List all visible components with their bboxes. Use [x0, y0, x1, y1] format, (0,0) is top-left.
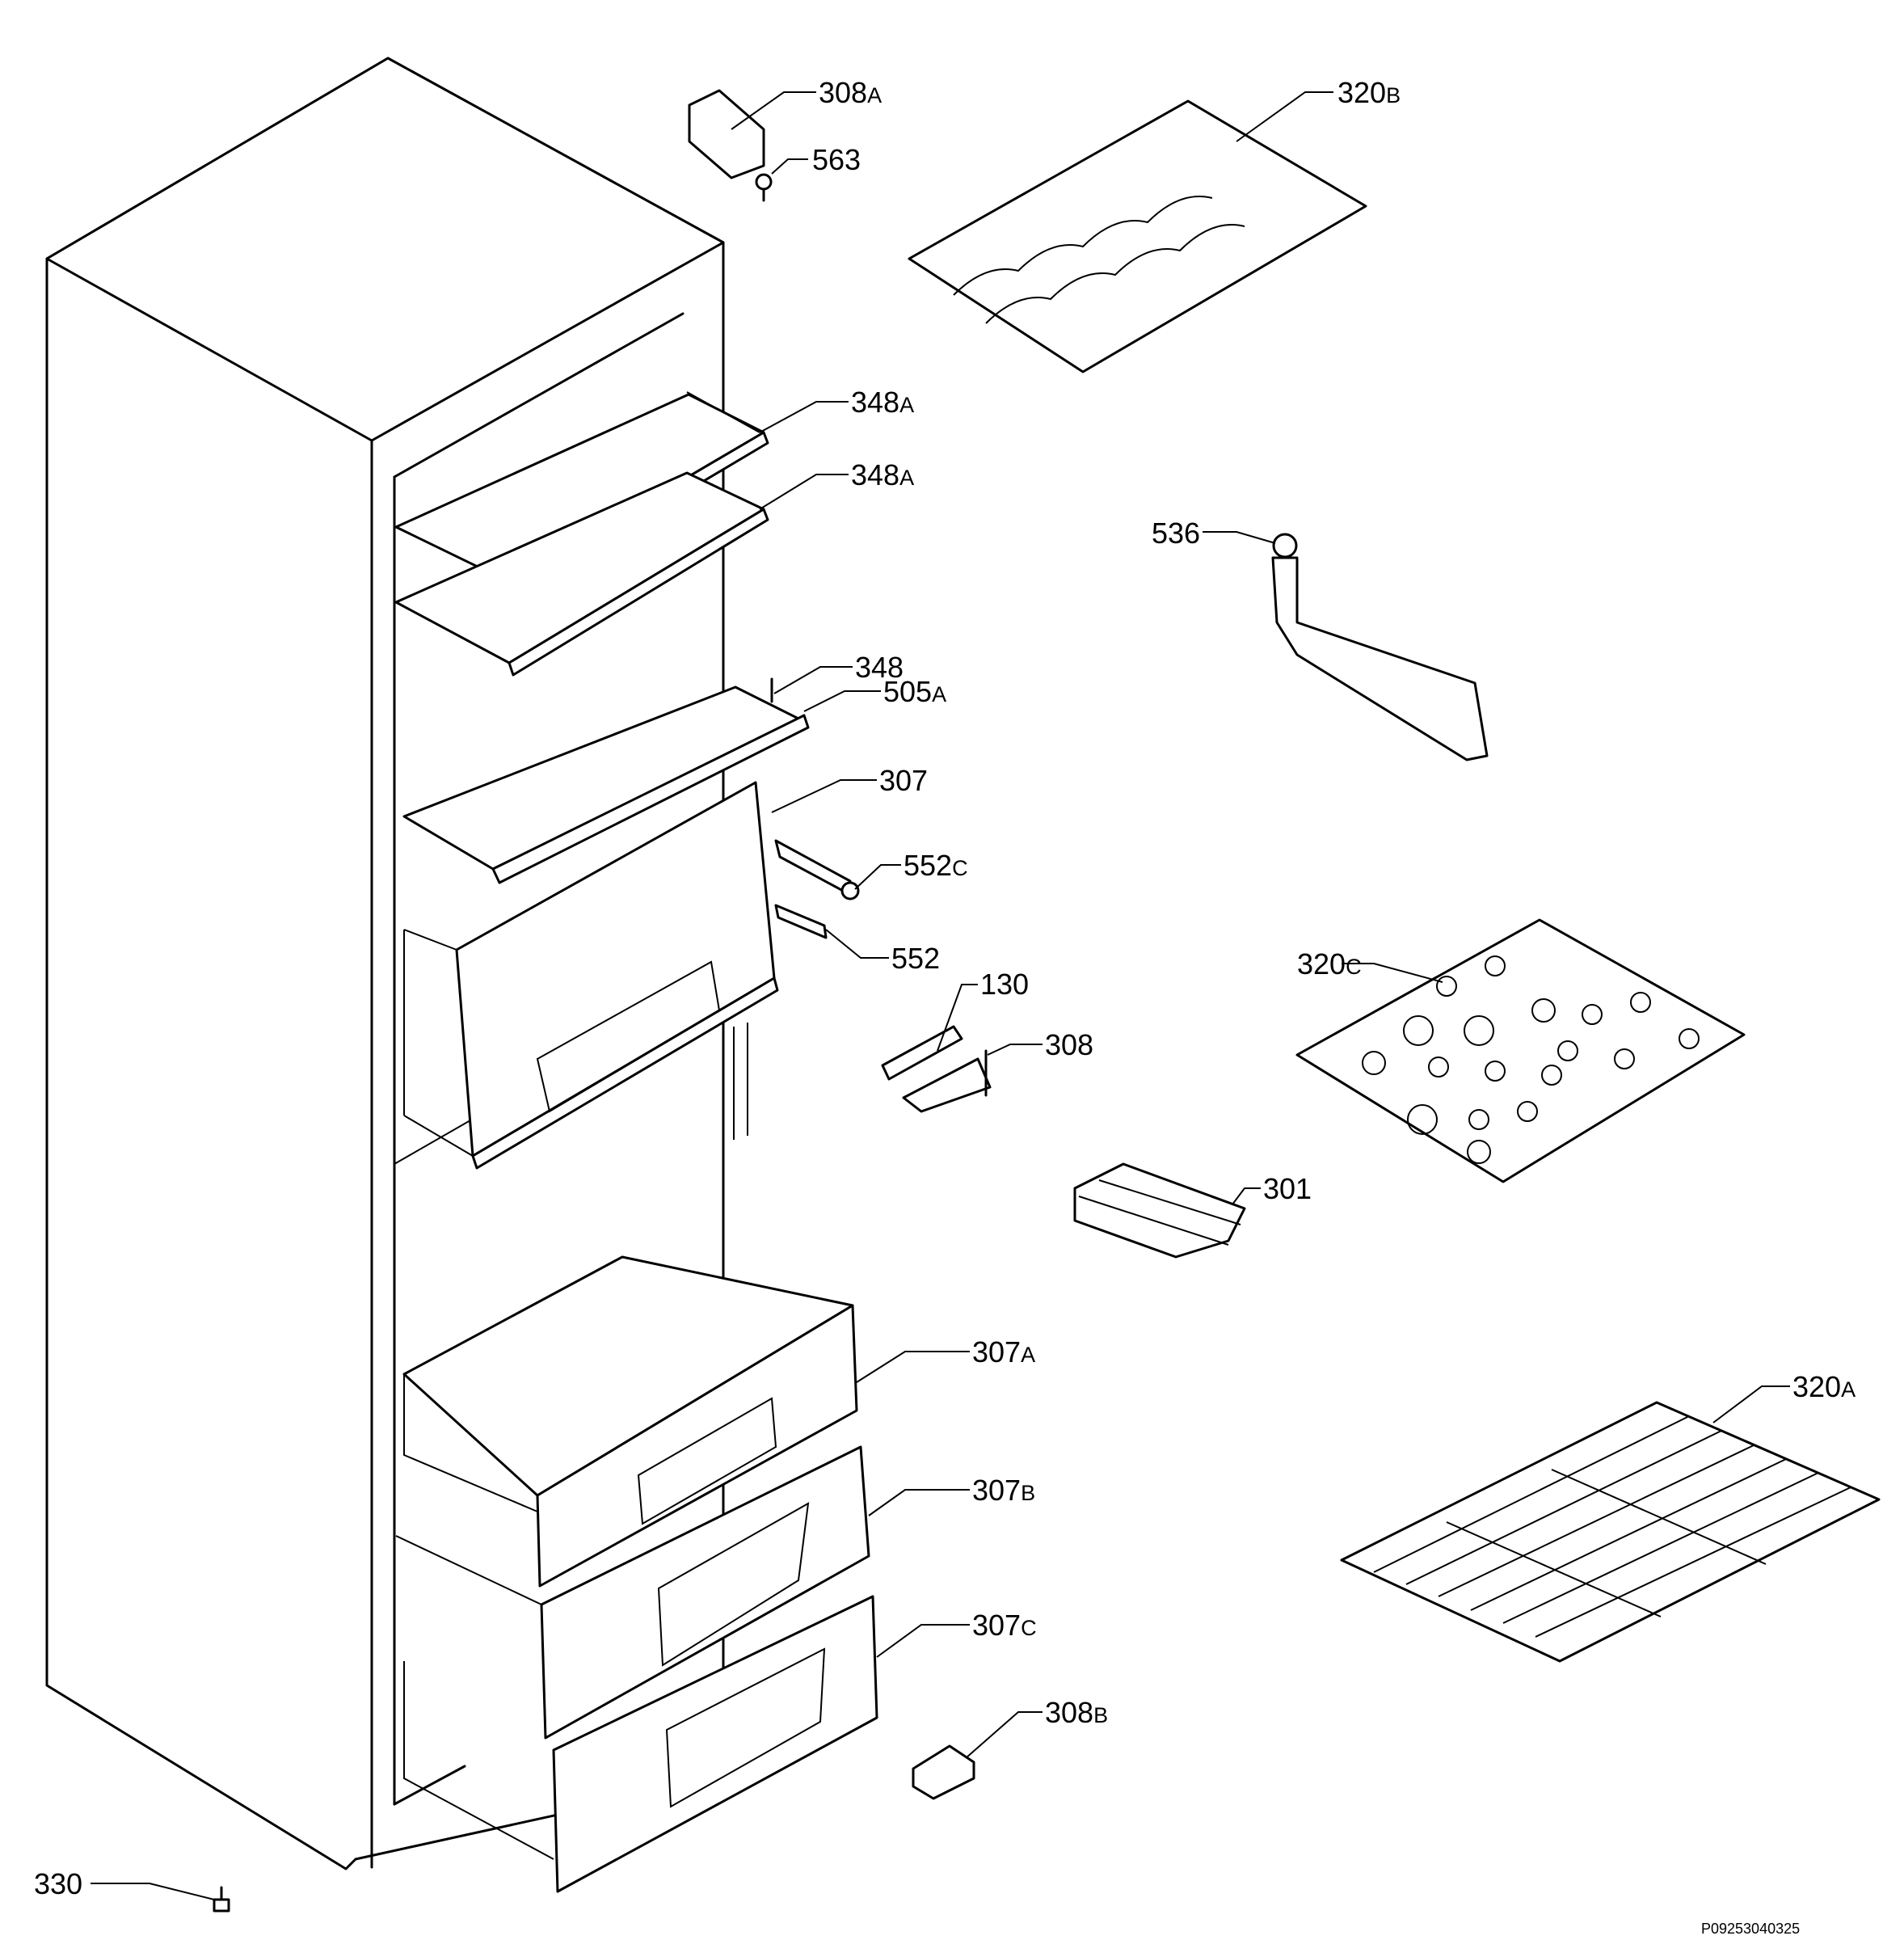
label-320a: 320A — [1792, 1370, 1856, 1403]
label-552c: 552C — [904, 849, 968, 882]
label-348a-lower: 348A — [851, 458, 914, 491]
flap-hinge-552 — [774, 904, 828, 939]
bottle-rack-320b — [908, 99, 1367, 373]
hinge-308 — [902, 1049, 992, 1113]
label-563: 563 — [812, 143, 861, 176]
drawer-307b — [395, 1445, 870, 1740]
label-552: 552 — [891, 942, 940, 975]
label-308b: 308B — [1045, 1696, 1108, 1729]
glass-shelf-348-with-trim — [402, 677, 810, 884]
label-320b: 320B — [1337, 76, 1401, 109]
label-330: 330 — [34, 1867, 82, 1900]
label-307b: 307B — [972, 1474, 1035, 1507]
ice-tray-301 — [1073, 1162, 1246, 1259]
label-301: 301 — [1263, 1172, 1312, 1205]
label-505a: 505A — [883, 675, 946, 708]
label-130: 130 — [980, 968, 1029, 1001]
label-307a: 307A — [972, 1335, 1035, 1369]
drawer-307c — [403, 1595, 878, 1893]
label-308a: 308A — [819, 76, 882, 109]
label-320c: 320C — [1297, 947, 1362, 981]
label-348: 348 — [855, 651, 904, 684]
label-307c: 307C — [972, 1609, 1037, 1642]
label-307: 307 — [879, 764, 928, 797]
label-308: 308 — [1045, 1028, 1093, 1061]
door-bracket-130 — [881, 1025, 963, 1081]
hinge-308a — [688, 89, 765, 179]
glass-shelf-348a-lower — [394, 471, 769, 677]
flap-door-307 — [403, 781, 779, 1170]
perforated-plate-320c — [1295, 918, 1746, 1183]
hinge-308b — [912, 1744, 975, 1800]
adjustable-foot-330 — [213, 1886, 230, 1913]
drawer-307a — [402, 1255, 858, 1588]
screw-563 — [755, 173, 773, 202]
part-labels: 308A 563 320B 348A 348A 536 348 505A 307… — [34, 76, 1856, 1937]
diagram-code: P09253040325 — [1701, 1921, 1800, 1937]
leader-lines — [91, 91, 1790, 1900]
flap-hinge-552c — [774, 839, 860, 900]
shelf-divider-536 — [1271, 533, 1489, 761]
wire-shelf-320a — [1340, 1401, 1881, 1663]
label-536: 536 — [1152, 517, 1200, 550]
label-348a-upper: 348A — [851, 386, 914, 419]
